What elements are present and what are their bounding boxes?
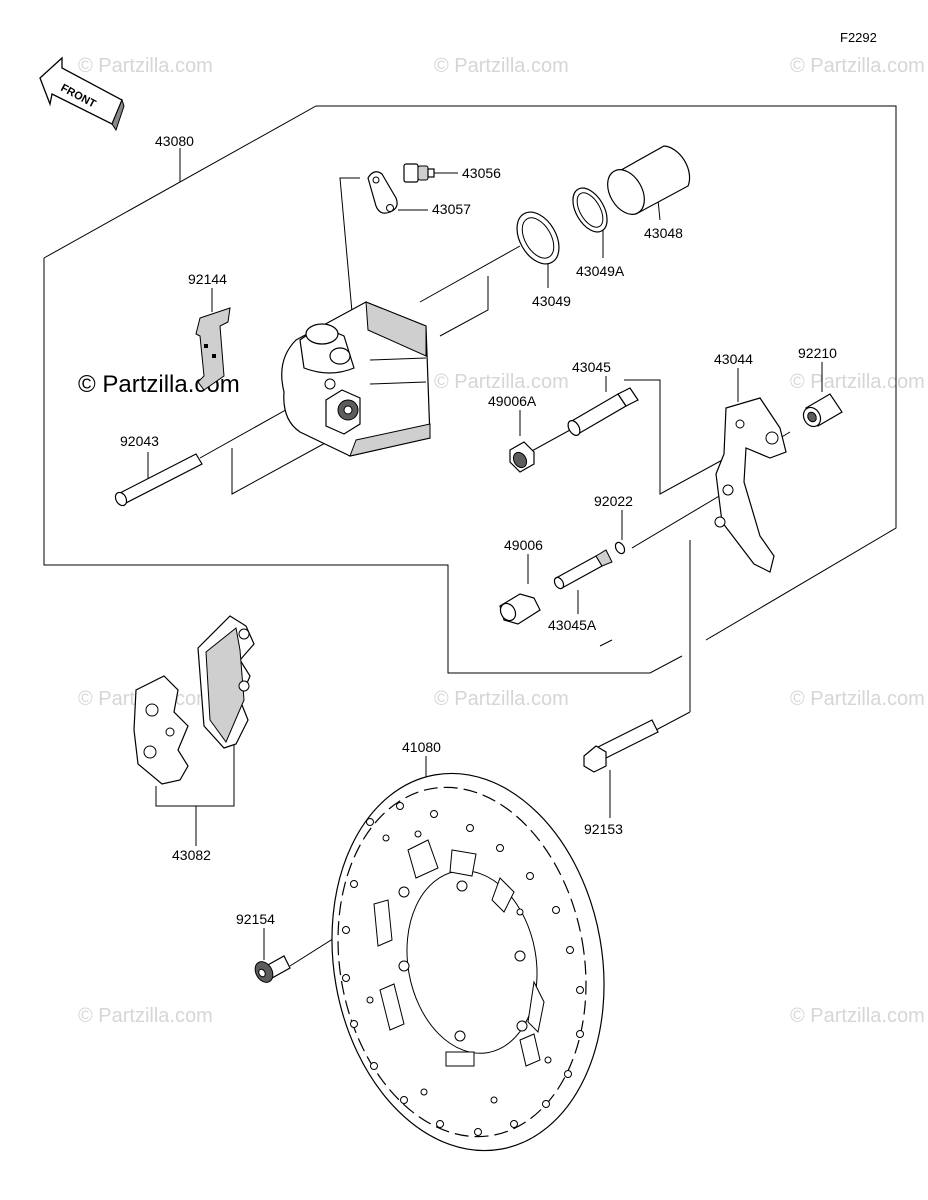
part-label: 49006A <box>488 393 537 409</box>
watermark: © Partzilla.com <box>790 371 925 393</box>
part-label: 92153 <box>584 821 623 837</box>
diagram-code: F2292 <box>840 30 877 45</box>
part-label: 43082 <box>172 847 211 863</box>
disc-holes <box>342 802 584 1136</box>
circlip <box>614 541 626 555</box>
part-label: 41080 <box>402 739 441 755</box>
disc-slots <box>373 839 545 1067</box>
part-label: 92154 <box>236 911 275 927</box>
part-label: 92022 <box>594 493 633 509</box>
caliper-bracket <box>714 397 787 573</box>
part-label: 43044 <box>714 351 753 367</box>
caliper-body <box>281 301 431 457</box>
brake-disc <box>331 772 605 1152</box>
pin-boot <box>509 441 535 473</box>
part-label: 43057 <box>432 201 471 217</box>
part-label: 92043 <box>120 433 159 449</box>
piston <box>607 145 691 215</box>
part-label: 43049A <box>576 263 625 279</box>
collar <box>802 393 843 428</box>
piston-seal <box>516 211 560 265</box>
part-label: 92210 <box>798 345 837 361</box>
slide-pin-a <box>553 549 613 590</box>
dust-seal <box>572 187 608 233</box>
part-label: 43049 <box>532 293 571 309</box>
watermark: © Partzilla.com <box>78 55 213 77</box>
bleed-screw <box>403 163 435 183</box>
assembly-frame <box>43 105 897 674</box>
part-label: 43045 <box>572 359 611 375</box>
bleed-bracket <box>367 171 398 214</box>
part-label: 43080 <box>155 133 194 149</box>
part-label: 43056 <box>462 165 501 181</box>
part-label: 43045A <box>548 617 597 633</box>
watermark: © Partzilla.com <box>790 688 925 710</box>
watermark: © Partzilla.com <box>790 1005 925 1027</box>
watermark: © Partzilla.com <box>78 1005 213 1027</box>
part-label: 92144 <box>188 271 227 287</box>
mounting-bolt <box>583 719 659 773</box>
watermark: © Partzilla.com <box>434 55 569 77</box>
watermark: © Partzilla.com <box>790 55 925 77</box>
slide-pin <box>567 387 639 436</box>
pad-pin <box>114 453 203 507</box>
watermark: © Partzilla.com <box>434 371 569 393</box>
pad-spring <box>195 307 231 391</box>
pin-boot-lower <box>499 593 541 625</box>
part-labels: 43080 43056 43057 43048 43049A 43049 921… <box>120 133 837 927</box>
brake-pads <box>133 615 255 785</box>
watermark: © Partzilla.com <box>434 688 569 710</box>
part-label: 43048 <box>644 225 683 241</box>
part-label: 49006 <box>504 537 543 553</box>
disc-bolt <box>254 955 291 983</box>
